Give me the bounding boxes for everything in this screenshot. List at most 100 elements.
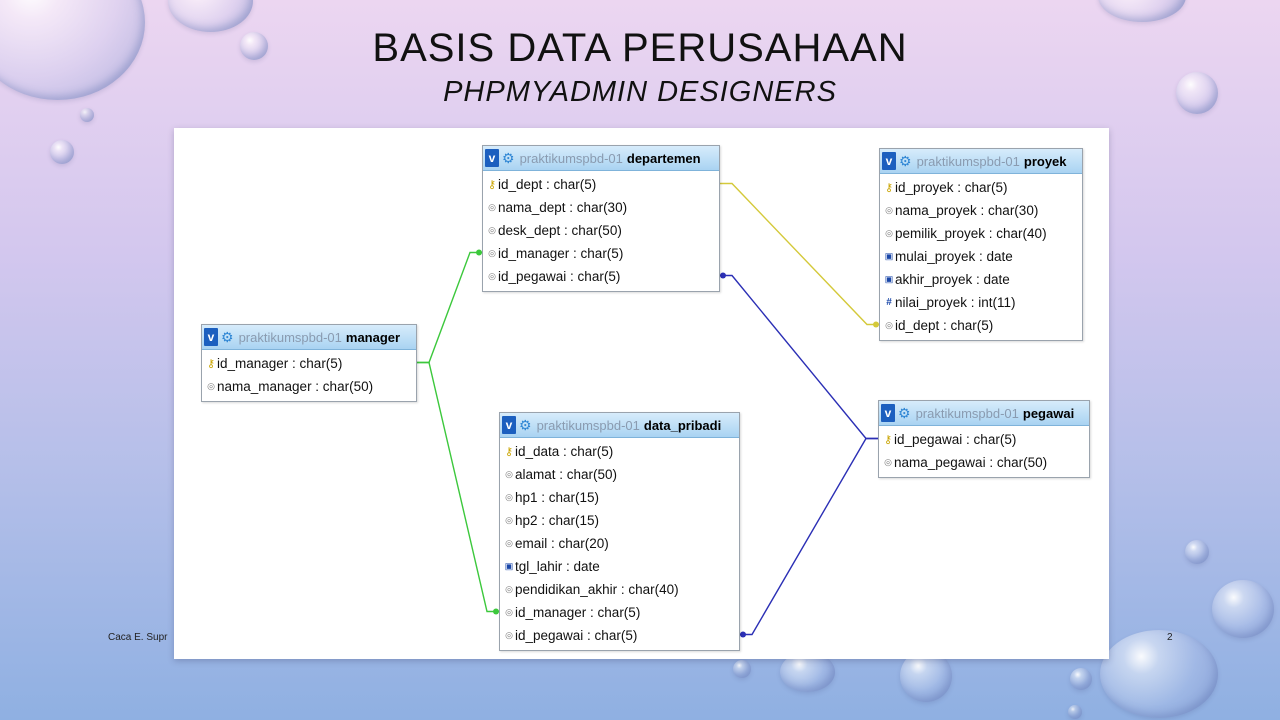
column-row[interactable]: ▣mulai_proyek : date [880,245,1082,268]
water-bubble [240,32,268,60]
column-row[interactable]: #nilai_proyek : int(11) [880,291,1082,314]
column-icon: ◎ [505,584,513,594]
database-name: praktikumspbd-01 [915,405,1019,421]
column-row[interactable]: ⚷id_proyek : char(5) [880,176,1082,199]
column-icon: ◎ [505,515,513,525]
column-label: id_dept : char(5) [895,318,994,333]
relation-line [720,182,879,326]
column-label: pemilik_proyek : char(40) [895,226,1047,241]
table-name: manager [345,329,401,345]
column-row[interactable]: ◎id_manager : char(5) [500,601,739,624]
column-row[interactable]: ▣tgl_lahir : date [500,555,739,578]
toggle-columns-icon[interactable]: v [502,416,516,434]
column-row[interactable]: ◎nama_proyek : char(30) [880,199,1082,222]
gear-icon[interactable]: ⚙ [221,328,234,345]
column-label: desk_dept : char(50) [498,223,622,238]
toggle-columns-icon[interactable]: v [485,149,499,167]
column-icon: ◎ [207,381,215,391]
column-label: akhir_proyek : date [895,272,1010,287]
toggle-columns-icon[interactable]: v [204,328,218,346]
toggle-columns-icon[interactable]: v [882,152,896,170]
table-name: data_pribadi [643,417,722,433]
column-row[interactable]: ⚷id_data : char(5) [500,440,739,463]
column-row[interactable]: ◎pendidikan_akhir : char(40) [500,578,739,601]
relation-endpoint-dot [493,608,499,615]
column-row[interactable]: ◎id_pegawai : char(5) [483,265,719,288]
column-icon: ◎ [488,202,496,212]
column-label: nama_pegawai : char(50) [894,455,1048,470]
column-row[interactable]: ⚷id_dept : char(5) [483,173,719,196]
column-label: nama_dept : char(30) [498,200,628,215]
gear-icon[interactable]: ⚙ [898,404,911,421]
column-label: mulai_proyek : date [895,249,1013,264]
gear-icon[interactable]: ⚙ [519,416,532,433]
column-row[interactable]: ◎id_pegawai : char(5) [500,624,739,647]
column-label: id_proyek : char(5) [895,180,1008,195]
relation-line [417,251,482,364]
key-icon: ⚷ [206,358,216,370]
column-icon: ◎ [505,538,513,548]
relation-endpoint-dot [740,631,746,638]
column-icon: ◎ [885,228,893,238]
column-row[interactable]: ◎pemilik_proyek : char(40) [880,222,1082,245]
column-row[interactable]: ▣akhir_proyek : date [880,268,1082,291]
column-label: id_pegawai : char(5) [498,269,621,284]
water-bubble [1100,630,1218,718]
relation-lines [417,182,879,638]
toggle-columns-icon[interactable]: v [881,404,895,422]
column-row[interactable]: ◎id_manager : char(5) [483,242,719,265]
column-row[interactable]: ◎hp2 : char(15) [500,509,739,532]
column-row[interactable]: ⚷id_pegawai : char(5) [879,428,1089,451]
column-label: id_pegawai : char(5) [515,628,638,643]
column-row[interactable]: ◎nama_manager : char(50) [202,375,416,398]
water-bubble [1212,580,1274,638]
key-icon: ⚷ [487,179,497,191]
relation-endpoint-dot [720,272,726,279]
column-row[interactable]: ◎nama_pegawai : char(50) [879,451,1089,474]
column-row[interactable]: ◎alamat : char(50) [500,463,739,486]
column-icon: ◎ [488,225,496,235]
water-bubble [50,140,74,164]
column-label: nama_manager : char(50) [217,379,374,394]
column-label: id_dept : char(5) [498,177,597,192]
column-row[interactable]: ◎hp1 : char(15) [500,486,739,509]
date-icon: ▣ [504,561,514,571]
gear-icon[interactable]: ⚙ [899,152,912,169]
relation-endpoint-dot [476,249,482,256]
key-icon: ⚷ [884,182,894,194]
database-name: praktikumspbd-01 [536,417,640,433]
column-icon: ◎ [488,248,496,258]
column-row[interactable]: ◎desk_dept : char(50) [483,219,719,242]
relation-endpoint-dot [873,321,879,328]
column-row[interactable]: ◎nama_dept : char(30) [483,196,719,219]
key-icon: ⚷ [504,446,514,458]
slide-title: BASIS DATA PERUSAHAAN [372,26,908,70]
slide-subtitle: PHPMYADMIN DESIGNERS [443,76,837,108]
column-label: id_manager : char(5) [498,246,624,261]
column-label: id_data : char(5) [515,444,614,459]
column-label: tgl_lahir : date [515,559,600,574]
column-label: alamat : char(50) [515,467,618,482]
column-label: nilai_proyek : int(11) [895,295,1016,310]
date-icon: ▣ [884,274,894,284]
column-row[interactable]: ⚷id_manager : char(5) [202,352,416,375]
column-row[interactable]: ◎id_dept : char(5) [880,314,1082,337]
column-row[interactable]: ◎email : char(20) [500,532,739,555]
water-bubble [1070,668,1092,690]
database-name: praktikumspbd-01 [519,150,623,166]
column-label: nama_proyek : char(30) [895,203,1039,218]
column-icon: ◎ [885,205,893,215]
gear-icon[interactable]: ⚙ [502,149,515,166]
column-icon: ◎ [505,630,513,640]
